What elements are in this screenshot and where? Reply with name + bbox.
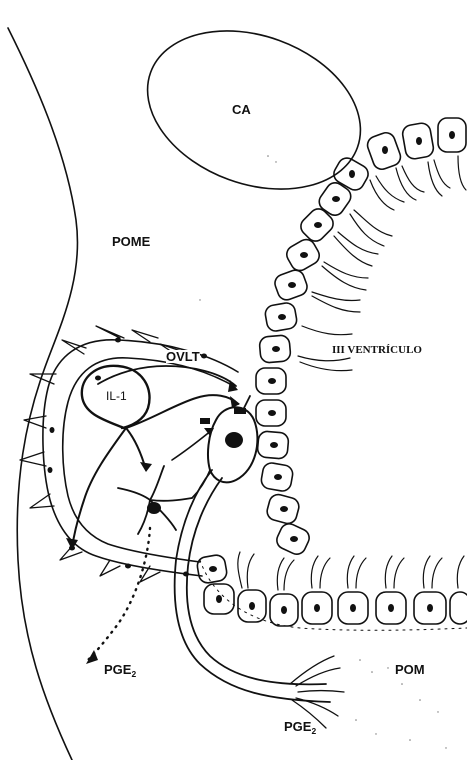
ovlt-vessel-inner	[63, 358, 230, 562]
il1-path-right	[126, 395, 238, 428]
label-pge2-bottom-sub: 2	[311, 726, 316, 736]
arrowheads	[66, 380, 246, 550]
stipple-texture	[119, 155, 446, 749]
glia-to-neuron	[192, 470, 210, 498]
neuron-nucleus	[225, 432, 243, 448]
ovlt-to-neuron	[172, 430, 212, 460]
neuron-axon-outer	[175, 470, 330, 702]
ovlt-path-top	[98, 366, 236, 386]
label-ca: CA	[232, 103, 251, 116]
label-il1: IL-1	[106, 390, 127, 402]
neuron-dendrite	[244, 396, 250, 408]
ependyma-lower-nuclei	[209, 566, 433, 614]
brain-outline	[8, 28, 77, 760]
label-pge2-bottom-base: PGE	[284, 719, 311, 734]
label-pge2-bottom: PGE2	[284, 720, 316, 735]
ovlt-vessel-spikes	[20, 326, 184, 582]
axon-terminals	[290, 656, 344, 728]
label-pome: POME	[112, 235, 150, 248]
neuron-axon-inner	[187, 478, 326, 684]
glial-cell	[118, 466, 192, 534]
ependyma-upper-cilia	[298, 156, 466, 371]
label-ventricle: III VENTRÍCULO	[332, 345, 422, 356]
ependyma-lower-cilia	[238, 552, 464, 590]
label-pom: POM	[395, 663, 425, 676]
glial-cell-nucleus	[147, 502, 161, 514]
label-pge2-left-sub: 2	[131, 669, 136, 679]
label-ovlt: OVLT	[166, 350, 200, 363]
ependyma-upper	[256, 118, 466, 557]
label-pge2-left: PGE2	[104, 663, 136, 678]
label-pge2-left-base: PGE	[104, 662, 131, 677]
ependyma-upper-nuclei	[268, 131, 455, 542]
pge2-dotted-arrowhead	[86, 650, 98, 664]
ependyma-lower	[196, 554, 467, 626]
